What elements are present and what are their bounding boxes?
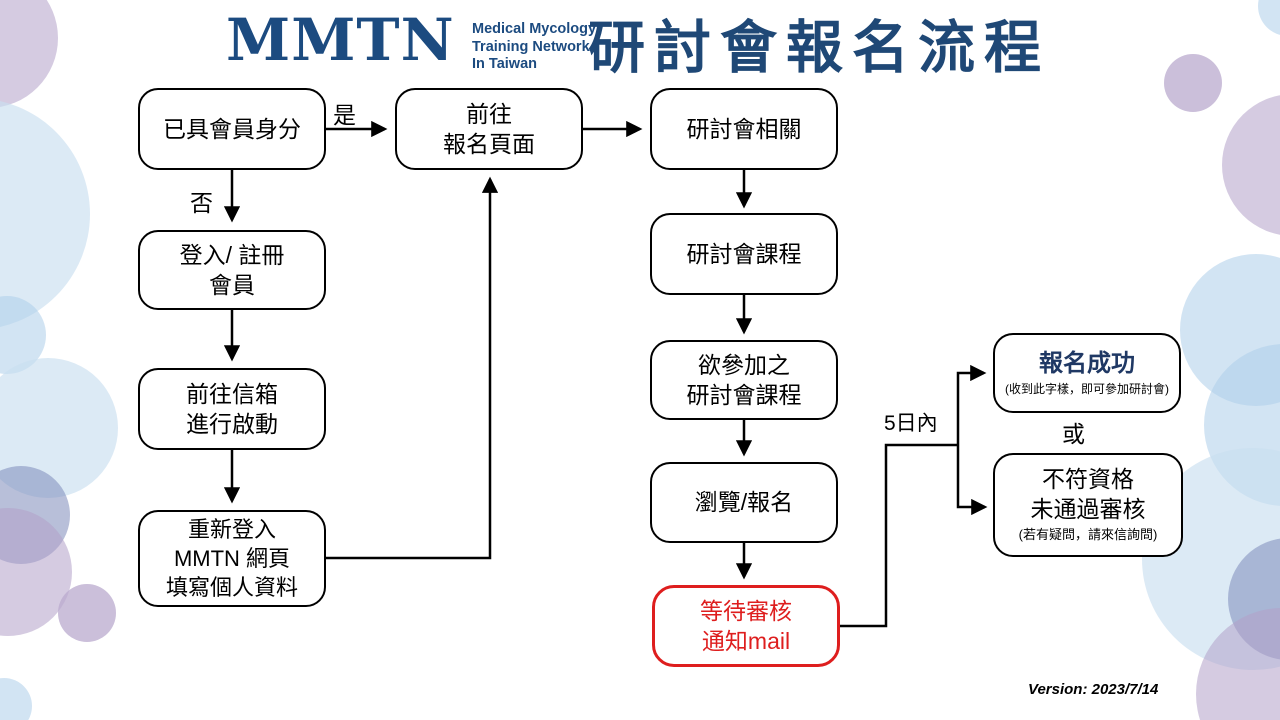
- node-member-check: 已具會員身分: [138, 88, 326, 170]
- edge-label-yes: 是: [333, 102, 356, 128]
- node-rejected: 不符資格 未通過審核 (若有疑問，請來信詢問): [993, 453, 1183, 557]
- node-browse-register: 瀏覽/報名: [650, 462, 838, 543]
- node-login-register: 登入/ 註冊 會員: [138, 230, 326, 310]
- decor-circle: [1164, 54, 1222, 112]
- node-relogin-fill: 重新登入 MMTN 網頁 填寫個人資料: [138, 510, 326, 607]
- node-goto-registration: 前往 報名頁面: [395, 88, 583, 170]
- node-mailbox-activate: 前往信箱 進行啟動: [138, 368, 326, 450]
- edge-branch-to-success: [956, 364, 987, 445]
- node-success: 報名成功 (收到此字樣，即可參加研討會): [993, 333, 1181, 413]
- logo-subtext: Medical Mycology Training Network In Tai…: [472, 21, 596, 74]
- node-seminar-courses: 研討會課程: [650, 213, 838, 295]
- edge-label-or: 或: [1062, 421, 1085, 447]
- logo-subtext-line: In Taiwan: [472, 56, 537, 73]
- edge-relogin-to-registration: [326, 176, 499, 560]
- mmtn-logo: MMTN: [226, 6, 455, 74]
- decor-circle: [58, 584, 116, 642]
- edge-wait-to-branch: [840, 443, 958, 628]
- logo-subtext-line: Medical Mycology: [472, 21, 597, 37]
- edge-label-within-days: 5日內: [884, 412, 938, 435]
- success-title: 報名成功: [1039, 350, 1135, 378]
- success-note: (收到此字樣，即可參加研討會): [1005, 381, 1169, 396]
- version-text: Version: 2023/7/14: [1028, 681, 1159, 698]
- edge-branch-to-rejected: [956, 445, 988, 516]
- node-desired-courses: 欲參加之 研討會課程: [650, 340, 838, 420]
- page-title: 研討會報名流程: [588, 16, 1050, 80]
- node-wait-review: 等待審核 通知mail: [652, 585, 840, 667]
- rejected-note: (若有疑問，請來信詢問): [1018, 527, 1158, 543]
- rejected-title: 不符資格 未通過審核: [1030, 466, 1146, 523]
- node-seminar-related: 研討會相關: [650, 88, 838, 170]
- logo-subtext-line: Training Network: [472, 38, 590, 55]
- edge-label-no: 否: [190, 190, 213, 216]
